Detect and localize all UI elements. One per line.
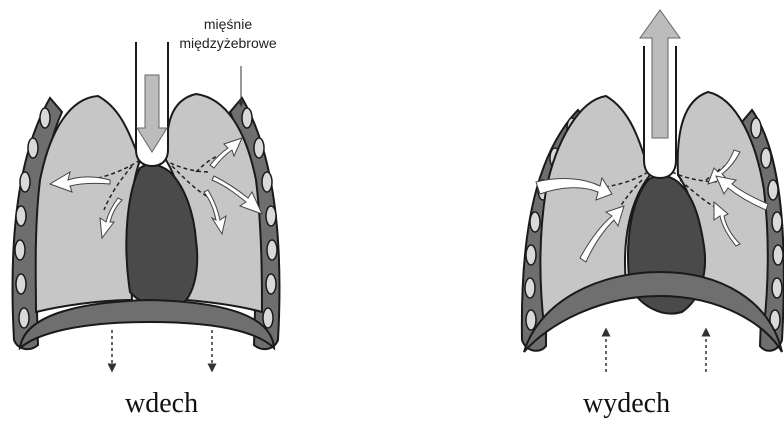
inhale-panel <box>13 42 280 368</box>
exhale-caption: wydech <box>583 388 670 420</box>
label-line-2: międzyżebrowe <box>168 34 288 53</box>
label-line-1: mięśnie <box>168 15 288 34</box>
intercostal-muscles-label: mięśnie międzyżebrowe <box>168 15 288 53</box>
inhale-caption: wdech <box>125 388 198 420</box>
exhale-panel <box>522 10 784 372</box>
